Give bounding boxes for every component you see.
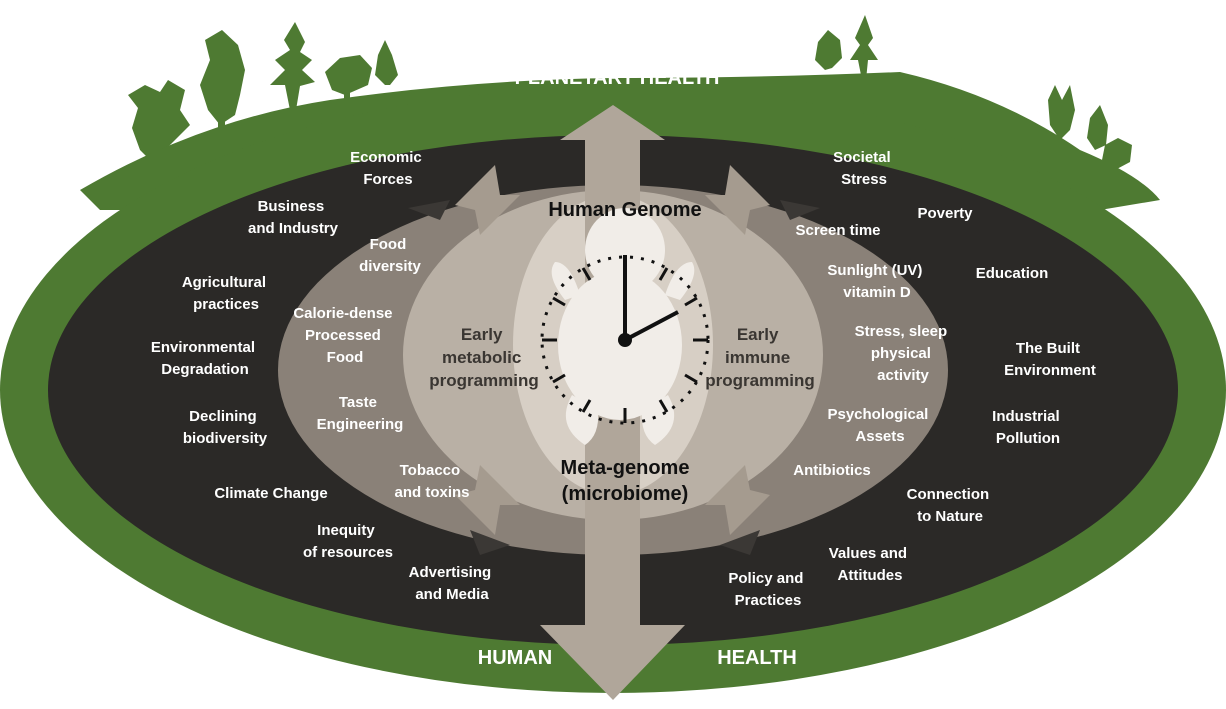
tree-icon [128, 15, 1132, 170]
economic-forces-label: Economic Forces [350, 149, 426, 188]
sunlight-label: Sunlight (UV) vitamin D [827, 262, 926, 301]
built-environment-label: The Built Environment [1004, 340, 1096, 379]
business-industry-label: Business and Industry [248, 198, 339, 237]
policy-practices-label: Policy and Practices [728, 570, 807, 609]
early-immune-label: Early immune programming [705, 325, 815, 390]
values-attitudes-label: Values and Attitudes [829, 545, 912, 584]
baby-icon [551, 208, 695, 445]
screen-time-label: Screen time [795, 222, 880, 239]
outer-arrows [408, 200, 820, 555]
metagenome-label: Meta-genome [561, 457, 690, 479]
calorie-dense-label: Calorie-dense Processed Food [293, 305, 396, 366]
advertising-label: Advertising and Media [409, 564, 496, 603]
climate-change-label: Climate Change [214, 485, 327, 502]
food-diversity-label: Food diversity [359, 236, 421, 275]
human-title: HUMAN [478, 647, 552, 669]
taste-engineering-label: Taste Engineering [317, 394, 404, 433]
early-metabolic-label: Early metabolic programming [429, 325, 539, 390]
agricultural-label: Agricultural practices [182, 274, 270, 313]
environmental-label: Environmental Degradation [151, 339, 259, 378]
stress-sleep-label: Stress, sleep physical activity [855, 323, 952, 384]
clock-icon [540, 255, 710, 425]
biodiversity-label: Declining biodiversity [183, 408, 268, 447]
planetary-health-title: PLANETARY HEALTH [515, 67, 720, 89]
inequity-label: Inequity of resources [303, 522, 393, 561]
societal-stress-label: Societal Stress [833, 149, 895, 188]
health-title: HEALTH [717, 647, 797, 669]
tobacco-toxins-label: Tobacco and toxins [394, 462, 469, 501]
poverty-label: Poverty [917, 205, 973, 222]
education-label: Education [976, 265, 1049, 282]
psychological-assets-label: Psychological Assets [827, 406, 932, 445]
connection-nature-label: Connection to Nature [907, 486, 994, 525]
microbiome-label: (microbiome) [562, 483, 689, 505]
inward-arrows [455, 165, 770, 535]
industrial-pollution-label: Industrial Pollution [992, 408, 1064, 447]
antibiotics-label: Antibiotics [793, 462, 871, 479]
human-genome-label: Human Genome [548, 199, 701, 221]
